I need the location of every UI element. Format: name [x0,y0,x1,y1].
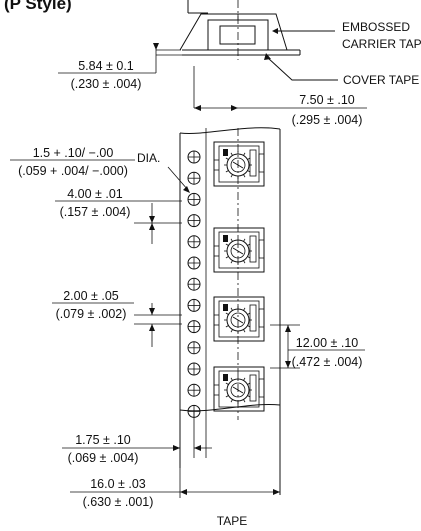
cover-tape-leader: COVER TAPE [264,53,419,87]
dim-cavity-pitch: 12.00 ± .10 (.472 ± .004) [270,324,365,369]
sprocket-hole [187,192,201,206]
dim-hole-to-cavity-in: (.079 ± .002) [56,307,127,321]
dim-hole-pitch: 4.00 ± .01 (.157 ± .004) [55,187,182,244]
dim-hole-diameter: 1.5 + .10/ −.00 (.059 + .004/ −.000) DIA… [10,146,190,193]
dim-cavity-offset: 7.50 ± .10 (.295 ± .004) [193,66,367,127]
sprocket-hole [187,256,201,270]
cavity-with-part [213,141,265,187]
dim-hole-pitch-mm: 4.00 ± .01 [67,187,123,201]
dim-cavity-pitch-mm: 12.00 ± .10 [296,336,359,350]
dim-cavity-offset-mm: 7.50 ± .10 [299,93,355,107]
component-cavities [213,141,265,412]
sprocket-hole [187,277,201,291]
dim-tape-width-mm: 16.0 ± .03 [90,477,146,491]
dim-carrier-depth: 5.84 ± 0.1 (.230 ± .004) [58,43,182,91]
sprocket-hole [187,298,201,312]
dim-edge-to-hole-mm: 1.75 ± .10 [75,433,131,447]
figure-title: (P Style) [4,0,72,13]
sprocket-hole [187,383,201,397]
dim-tape-width: 16.0 ± .03 (.630 ± .001) [70,468,280,509]
cavity-with-part [213,227,265,273]
embossed-label-2: CARRIER TAPE [342,37,421,51]
dim-hole-to-cavity-mm: 2.00 ± .05 [63,289,119,303]
dim-hole-to-cavity: 2.00 ± .05 (.079 ± .002) [52,289,182,347]
sprocket-hole [187,362,201,376]
sprocket-hole [187,320,201,334]
sprocket-hole [187,404,201,418]
dim-cavity-offset-in: (.295 ± .004) [292,113,363,127]
dim-hole-dia-mm: 1.5 + .10/ −.00 [33,146,114,160]
cavity-with-part [213,296,265,342]
embossed-label-1: EMBOSSED [342,20,410,34]
dim-hole-pitch-in: (.157 ± .004) [60,205,131,219]
sprocket-holes [187,150,201,418]
dia-label: DIA. [137,151,160,165]
dim-tape-width-in: (.630 ± .001) [83,495,154,509]
sprocket-hole [187,150,201,164]
dim-hole-dia-in: (.059 + .004/ −.000) [18,164,128,178]
cavity-with-part [213,366,265,412]
dim-cavity-pitch-in: (.472 ± .004) [292,355,363,369]
dim-carrier-depth-in: (.230 ± .004) [71,77,142,91]
figure-caption: TAPE [217,514,247,528]
dim-edge-to-hole: 1.75 ± .10 (.069 ± .004) [62,433,212,465]
sprocket-hole [187,235,201,249]
sprocket-hole [187,341,201,355]
cover-tape-label: COVER TAPE [343,73,419,87]
sprocket-hole [187,171,201,185]
embossed-leader: EMBOSSED CARRIER TAPE [272,20,421,51]
dim-carrier-depth-mm: 5.84 ± 0.1 [78,59,134,73]
sprocket-hole [187,214,201,228]
dim-edge-to-hole-in: (.069 ± .004) [68,451,139,465]
carrier-cross-section [179,0,301,60]
